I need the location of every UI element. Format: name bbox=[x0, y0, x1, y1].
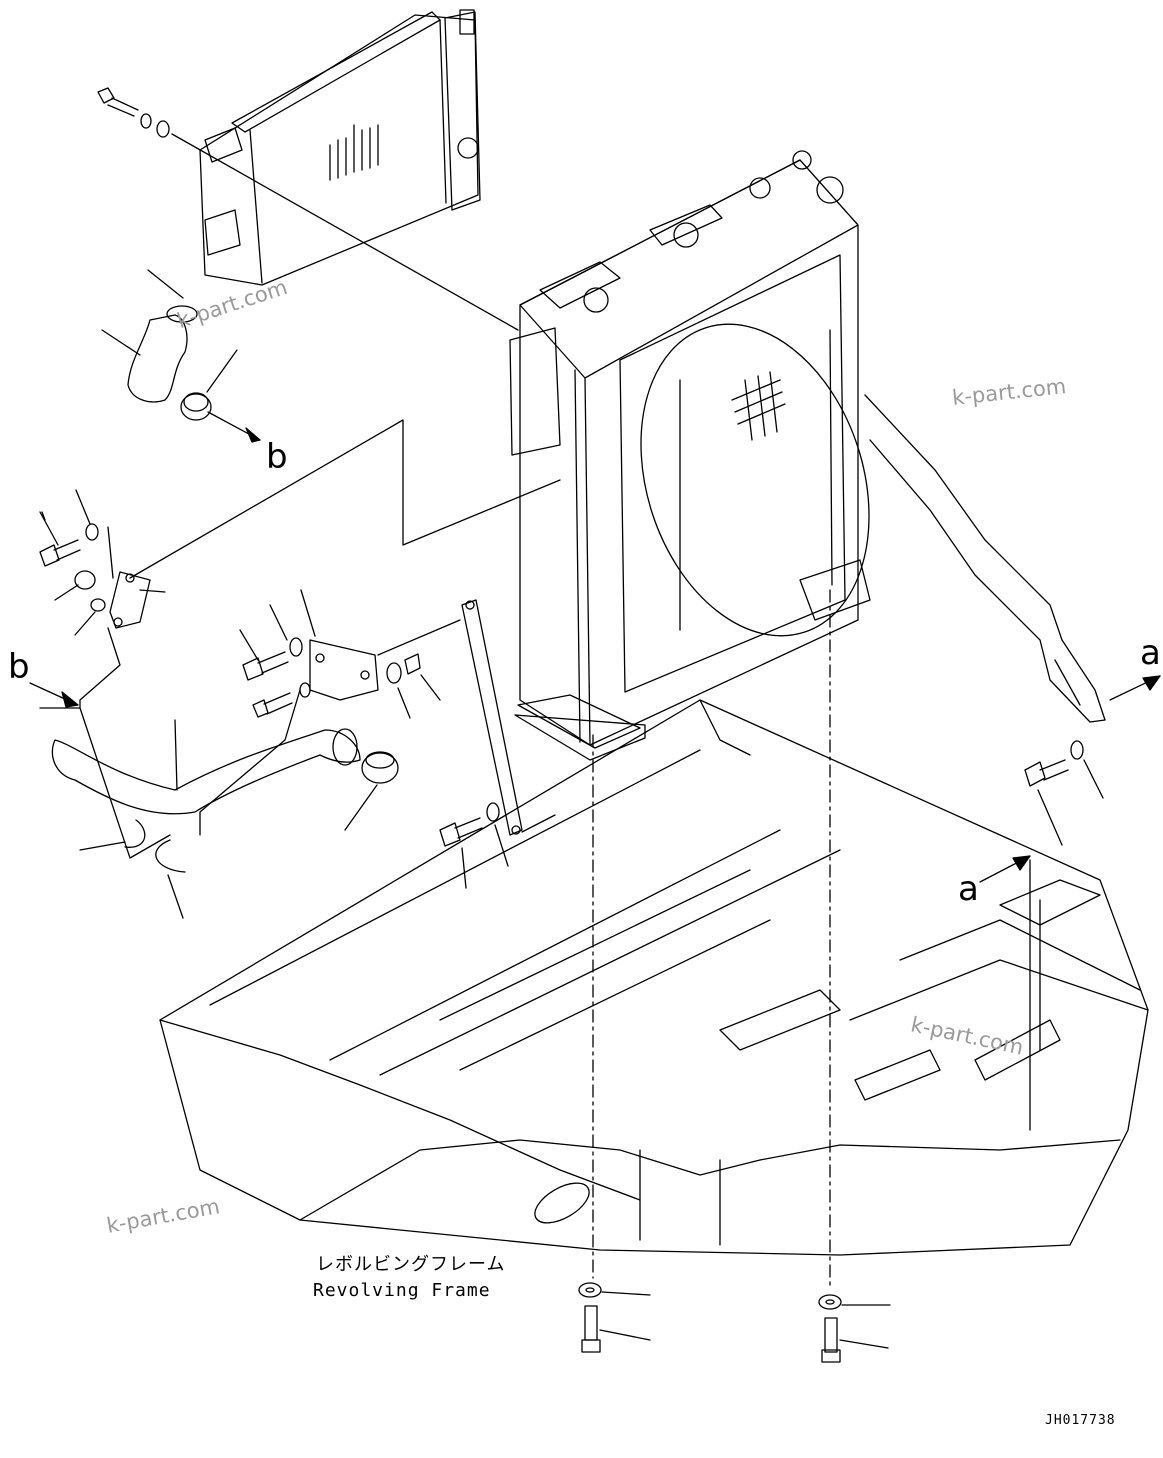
nut-washer-right bbox=[377, 619, 461, 719]
upper-hose bbox=[101, 269, 238, 421]
drawing-code: JH017738 bbox=[1045, 1413, 1116, 1428]
bracket-leaders bbox=[79, 627, 301, 836]
arrow-b-pipe bbox=[29, 682, 79, 708]
bolt-lower bbox=[252, 682, 311, 718]
arrow-a-frame bbox=[979, 855, 1031, 1131]
leader-zigzag bbox=[129, 419, 561, 579]
arrow-b-hose bbox=[207, 411, 261, 443]
frame-label-japanese: レボルビングフレーム bbox=[316, 1254, 506, 1275]
view-label-b-pipe: b bbox=[8, 647, 30, 687]
mount-hardware-right bbox=[818, 1294, 891, 1363]
bolt-left-top bbox=[39, 489, 114, 636]
lower-pipe bbox=[39, 707, 399, 919]
bracket-small bbox=[109, 571, 166, 629]
radiator-assembly bbox=[509, 150, 871, 761]
bolt-washer-top bbox=[97, 87, 519, 331]
mount-hardware-left bbox=[578, 1282, 651, 1353]
bolt-rod bbox=[439, 802, 509, 889]
view-label-b-hose: b bbox=[266, 437, 288, 477]
aftercooler-core bbox=[199, 9, 481, 286]
side-brace bbox=[864, 394, 1106, 723]
view-label-a-frame: a bbox=[958, 869, 979, 909]
arrow-a-right bbox=[1109, 675, 1161, 701]
plate-bracket bbox=[300, 589, 379, 701]
revolving-frame bbox=[159, 699, 1149, 1256]
view-label-a-top: a bbox=[1140, 633, 1161, 673]
stay-rod bbox=[461, 599, 556, 836]
frame-label-english: Revolving Frame bbox=[313, 1280, 491, 1301]
bolt-mid bbox=[239, 604, 303, 681]
bolt-washer-right bbox=[1024, 740, 1104, 846]
